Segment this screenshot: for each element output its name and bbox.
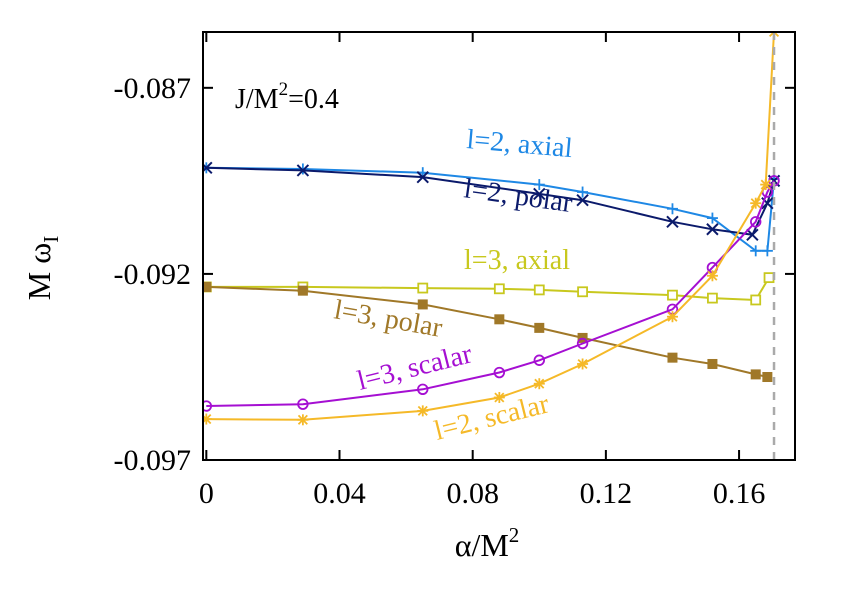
data-point	[297, 414, 309, 426]
y-tick-label: -0.092	[114, 258, 192, 291]
series-0	[203, 162, 780, 257]
data-point	[760, 179, 772, 191]
series-line	[206, 285, 768, 378]
data-point	[762, 372, 773, 383]
data-point	[576, 194, 589, 207]
annotation: J/M2=0.4	[235, 79, 339, 115]
y-axis-title-sub: I	[39, 236, 63, 243]
series-layer	[203, 32, 781, 426]
y-tick-label: -0.097	[114, 444, 192, 477]
data-point	[706, 223, 719, 236]
data-point	[297, 398, 309, 410]
data-point	[761, 245, 773, 257]
data-point	[297, 163, 309, 175]
series-label-l2-polar: l=2, polar	[462, 173, 575, 219]
data-point	[577, 286, 588, 298]
data-point	[203, 281, 212, 292]
data-point	[296, 164, 310, 177]
series-label-l2-axial: l=2, axial	[465, 124, 574, 164]
data-point	[750, 216, 762, 228]
x-tick-label: 0.16	[713, 477, 766, 510]
data-point	[707, 292, 718, 304]
data-point	[707, 358, 718, 369]
data-point	[666, 203, 678, 215]
data-point	[706, 212, 718, 224]
data-point	[577, 186, 589, 198]
series-line	[206, 180, 775, 407]
data-point	[667, 352, 678, 363]
data-point	[666, 215, 679, 229]
data-point	[750, 245, 762, 257]
data-point	[533, 187, 546, 201]
ticks-layer: 0 0.04 0.08 0.12 0.16 -0.087 -0.092 -0.097	[114, 32, 795, 510]
series-line	[206, 166, 775, 252]
data-point	[493, 283, 505, 295]
annotation-sup: 2	[279, 79, 289, 100]
series-label-l3-scalar: l=3, scalar	[354, 338, 476, 397]
y-axis-title-main: M ω	[21, 243, 57, 301]
annotation-rest: =0.4	[288, 84, 339, 115]
y-axis-title: M ωI	[21, 236, 63, 301]
data-point	[533, 354, 545, 366]
data-point	[763, 272, 775, 284]
data-point	[750, 369, 761, 380]
data-point	[494, 314, 505, 325]
x-tick-label: 0.12	[580, 477, 633, 510]
data-point	[576, 337, 589, 350]
series-label-l2-scalar: l=2, scalar	[431, 388, 553, 447]
data-point	[750, 197, 762, 209]
series-4	[203, 175, 780, 412]
data-point	[417, 282, 429, 294]
data-point	[534, 322, 545, 333]
data-point	[533, 378, 545, 390]
data-point	[533, 284, 545, 296]
plot-frame	[202, 31, 796, 461]
data-point	[493, 391, 505, 403]
y-tick-label: -0.087	[114, 72, 192, 105]
x-tick-label: 0	[199, 477, 214, 510]
data-point	[666, 311, 678, 323]
annotation-main: J/M	[235, 84, 279, 115]
data-point	[493, 366, 506, 379]
data-point	[417, 299, 428, 310]
data-point	[417, 405, 429, 417]
series-line	[206, 277, 770, 302]
series-label-l3-polar: l=3, polar	[332, 294, 445, 344]
data-point	[417, 383, 429, 395]
x-tick-label: 0.08	[446, 477, 499, 510]
data-point	[667, 289, 678, 301]
x-axis-title-sup: 2	[509, 523, 520, 547]
data-point	[750, 294, 762, 306]
x-axis-title: α/M2	[455, 523, 520, 563]
x-axis-title-main: α/M	[455, 527, 509, 563]
data-point	[203, 400, 213, 412]
data-point	[416, 170, 429, 184]
series-label-l3-axial: l=3, axial	[464, 245, 570, 276]
data-point	[297, 285, 308, 296]
data-point	[746, 228, 759, 242]
data-point	[577, 358, 589, 370]
data-point	[203, 161, 213, 175]
series-3	[203, 281, 773, 383]
data-point	[533, 179, 545, 191]
x-tick-label: 0.04	[313, 477, 366, 510]
data-point	[706, 270, 718, 282]
